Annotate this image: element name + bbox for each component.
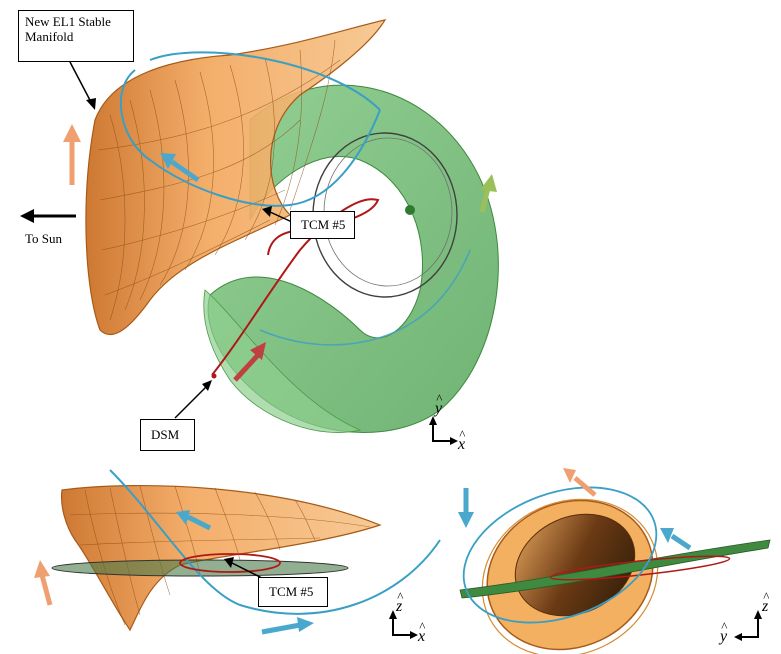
manifold-leader xyxy=(69,61,93,105)
axis-top-y: y ^ xyxy=(435,391,443,417)
blue-arrow-side-top xyxy=(186,514,212,531)
orange-ring-outline xyxy=(481,498,659,654)
orange-arrow-ring-head xyxy=(563,468,576,483)
orange-arrow-side xyxy=(39,574,53,606)
manifold-label-line2: Manifold xyxy=(25,29,74,44)
tcm-top-leader xyxy=(269,211,293,223)
moon-point xyxy=(405,205,415,215)
axis-hat: ^ xyxy=(397,589,403,604)
axis-hat: ^ xyxy=(763,589,769,604)
dsm-point xyxy=(211,373,217,379)
red-trajectory-side xyxy=(179,553,281,573)
axis-hat: ^ xyxy=(436,391,442,406)
axis-top-x: x ^ xyxy=(458,427,466,453)
manifold-label-line1: New EL1 Stable xyxy=(25,14,111,29)
axis-br-z: z ^ xyxy=(762,589,769,615)
direction-arrows-bottom-left xyxy=(34,510,314,635)
green-arrow xyxy=(479,187,491,213)
direction-arrows-top xyxy=(63,124,497,382)
axis-hat: ^ xyxy=(459,427,465,442)
blue-arrow-side-bottom-head xyxy=(297,617,314,632)
blue-arrow-ring-right xyxy=(670,533,692,551)
axis-hat: ^ xyxy=(419,619,425,634)
dsm-label: DSM xyxy=(151,427,180,442)
blue-arrow-ring-right-head xyxy=(660,528,674,543)
blue-trajectory-ring xyxy=(462,486,658,624)
bottom-right-panel xyxy=(458,468,771,654)
tcm-bottom-label: TCM #5 xyxy=(269,584,314,599)
green-manifold-plane xyxy=(459,539,771,599)
orange-manifold-side xyxy=(60,484,382,632)
red-trajectory-edge xyxy=(549,555,731,581)
orange-manifold-grid xyxy=(97,39,341,321)
blue-arrow-left xyxy=(170,159,200,183)
tcm-bottom-callout: TCM #5 xyxy=(258,577,328,607)
orange-arrow-ring xyxy=(573,476,597,497)
axis-bl-x: x ^ xyxy=(418,619,426,645)
direction-arrows-bottom-right xyxy=(458,468,692,551)
blue-arrow-side-top-head xyxy=(176,510,190,525)
axis-hat: ^ xyxy=(721,619,727,634)
axis-br-y: y ^ xyxy=(720,619,728,645)
tcm-top-label: TCM #5 xyxy=(301,217,346,232)
red-arrow-head xyxy=(250,342,266,360)
to-sun-arrow-head xyxy=(20,209,34,223)
blue-trajectory xyxy=(119,51,381,207)
orange-arrow-up-head xyxy=(63,124,81,142)
axis-triad-bottom-right xyxy=(740,617,759,638)
axis-bl-z: z ^ xyxy=(396,589,403,615)
tcm-bottom-leader xyxy=(231,562,263,579)
orange-arrow-side-head xyxy=(34,560,50,578)
green-arrow-head xyxy=(480,174,497,192)
blue-trajectory-side xyxy=(109,469,441,615)
manifold-callout: New EL1 Stable Manifold xyxy=(18,10,134,62)
blue-arrow-left-head xyxy=(160,153,176,169)
red-arrow xyxy=(233,353,260,382)
blue-arrow-ring-left-head xyxy=(458,512,474,528)
blue-trajectory-tail xyxy=(259,249,471,346)
top-panel xyxy=(20,19,499,445)
dsm-callout: DSM xyxy=(140,419,195,451)
axis-triad-top xyxy=(432,423,452,442)
blue-arrow-side-bottom xyxy=(261,622,301,635)
orange-manifold-surface xyxy=(85,19,387,336)
axis-triad-bottom-left xyxy=(392,617,412,636)
to-sun-label: To Sun xyxy=(25,231,63,246)
dsm-leader xyxy=(174,384,209,419)
orange-manifold-side-grid xyxy=(69,485,371,626)
tcm-top-callout: TCM #5 xyxy=(290,211,355,239)
bottom-left-panel xyxy=(34,469,441,639)
